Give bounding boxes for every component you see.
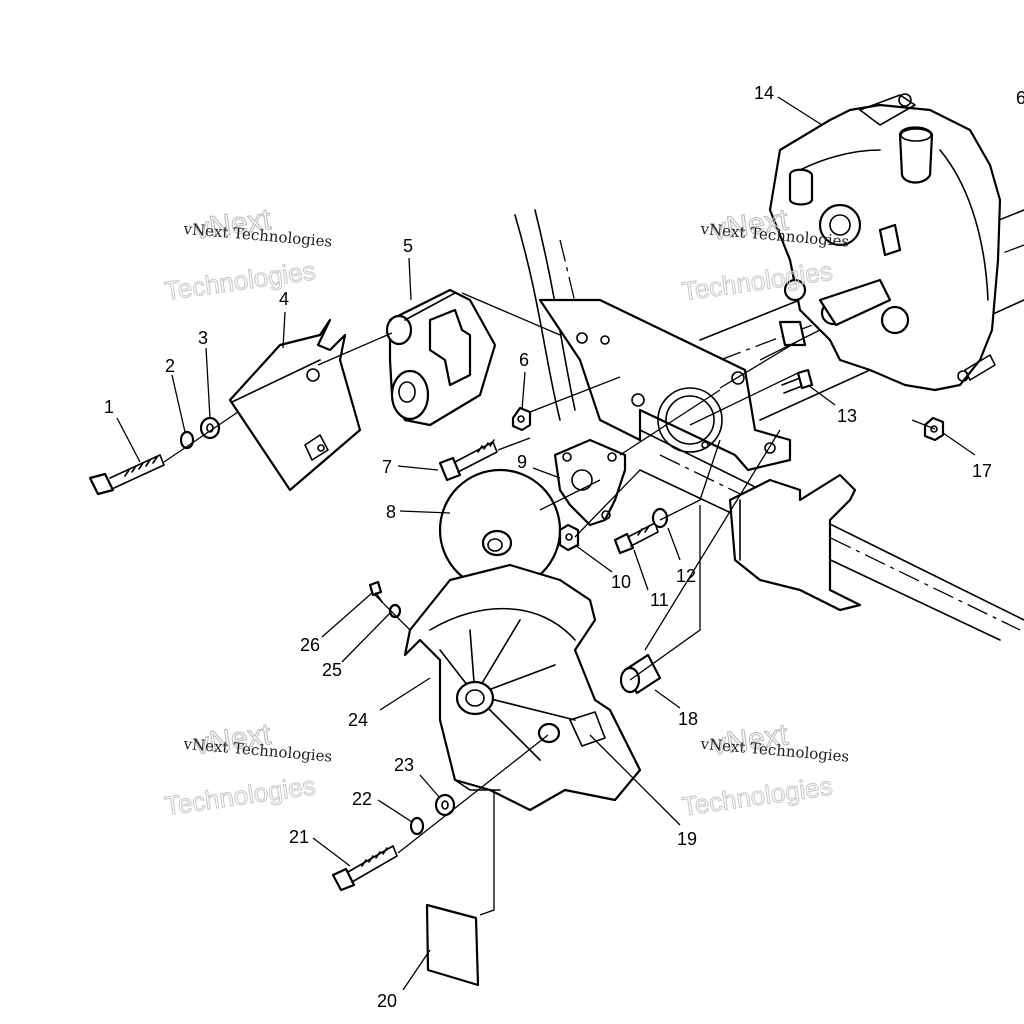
callout-3: 3 (198, 328, 208, 348)
callout-13: 13 (837, 406, 857, 426)
callout-leaders (116, 96, 976, 991)
callout-5: 5 (403, 236, 413, 256)
callout-10: 10 (611, 572, 631, 592)
part-18-spacer (619, 653, 662, 695)
watermark-top-left: vNext Technologies (162, 202, 317, 306)
part-9-idler-plate (553, 438, 627, 527)
callout-21: 21 (289, 827, 309, 847)
callout-12: 12 (676, 566, 696, 586)
part-10-nut (558, 523, 580, 552)
watermark-tech-outline: Technologies (163, 255, 317, 306)
callout-6: 6 (519, 350, 529, 370)
callout-4: 4 (279, 289, 289, 309)
lower-bracket (728, 473, 862, 612)
part-12-washer (651, 507, 669, 529)
callout-2: 2 (165, 356, 175, 376)
callout-11: 11 (650, 590, 669, 610)
part-25-washer (388, 603, 402, 619)
callout-labels: 1 2 3 4 5 6 7 8 9 10 11 12 13 14 17 18 1… (104, 83, 1024, 1011)
part-2-lock-washer (179, 430, 195, 450)
callout-22: 22 (352, 789, 372, 809)
callout-25: 25 (322, 660, 342, 680)
callout-8: 8 (386, 502, 396, 522)
part-11-bolt (613, 522, 659, 555)
callout-9: 9 (517, 452, 527, 472)
watermark-tech-outline: Technologies (680, 771, 834, 822)
part-3-flat-washer (199, 416, 221, 440)
part-26-screw (368, 580, 383, 603)
callout-6-edge: 6 (1016, 88, 1024, 108)
callout-1: 1 (104, 397, 114, 417)
callout-19: 19 (677, 829, 697, 849)
callout-20: 20 (377, 991, 397, 1011)
part-24-belt-guard (403, 563, 642, 812)
callout-26: 26 (300, 635, 320, 655)
part-1-bolt (88, 454, 165, 496)
mounting-plate (538, 298, 792, 472)
part-13-bolt (781, 368, 814, 394)
callout-24: 24 (348, 710, 368, 730)
part-23-flat-washer (434, 793, 456, 817)
callout-23: 23 (394, 755, 414, 775)
watermark-tech-outline: Technologies (163, 770, 317, 821)
part-6-nut (511, 406, 532, 432)
callout-18: 18 (678, 709, 698, 729)
part-21-bolt (331, 845, 398, 892)
assembly-centerlines (163, 292, 936, 916)
watermark-bottom-right: vNext Technologies (679, 718, 834, 822)
part-20-decal (425, 903, 480, 987)
part-4-guard-bracket (228, 318, 362, 492)
transmission-housing (768, 93, 1002, 392)
watermark-bottom-left: vNext Technologies (162, 717, 317, 821)
part-7-bolt (438, 439, 498, 482)
part-22-lock-washer (409, 816, 425, 836)
callout-17: 17 (972, 461, 992, 481)
callout-14: 14 (754, 83, 774, 103)
callout-7: 7 (382, 457, 392, 477)
part-5-starter-motor (385, 288, 497, 427)
